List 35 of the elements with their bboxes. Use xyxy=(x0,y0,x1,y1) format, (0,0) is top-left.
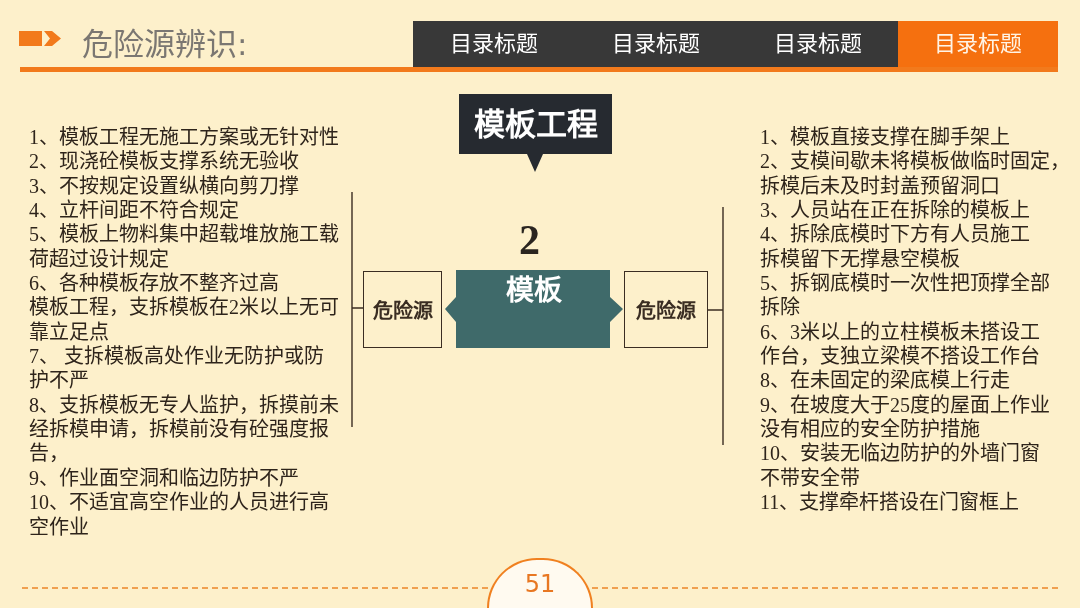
bracket-line xyxy=(351,191,364,428)
list-item: 6、各种模板存放不整齐过高 xyxy=(29,271,279,296)
nav-tab: 目录标题 xyxy=(413,21,575,67)
slide-title: 危险源辨识: xyxy=(82,25,248,63)
callout-box: 模板工程 xyxy=(459,94,612,172)
list-item: 1、模板直接支撑在脚手架上 xyxy=(760,125,1010,150)
list-item: 拆模留下无撑悬空模板 xyxy=(760,246,960,272)
label-box: 危险源 xyxy=(363,271,442,348)
bracket-line xyxy=(707,206,724,446)
pointed-banner: 模板 xyxy=(445,270,623,348)
nav-tab: 目录标题 xyxy=(737,21,898,67)
list-item: 3、不按规定设置纵横向剪刀撑 xyxy=(29,173,299,199)
list-item: 2、支模间歇未将模板做临时固定，拆模后未及时封盖预留洞口 xyxy=(760,149,1071,199)
list-item: 10、不适宜高空作业的人员进行高空作业 xyxy=(29,490,330,539)
list-item: 10、安装无临边防护的外墙门窗不带安全带 xyxy=(760,441,1041,491)
page-number-badge: 51 xyxy=(487,558,593,608)
list-item: 4、拆除底模时下方有人员施工 xyxy=(760,222,1030,247)
list-item: 9、在坡度大于25度的屋面上作业没有相应的安全防护措施 xyxy=(760,392,1051,442)
list-item: 5、拆钢底模时一次性把顶撑全部拆除 xyxy=(760,271,1051,320)
list-item: 9、作业面空洞和临边防护不严 xyxy=(29,465,299,491)
list-item: 模板工程，支拆模板在2米以上无可靠立足点 xyxy=(29,295,340,345)
list-item: 8、在未固定的梁底模上行走 xyxy=(760,368,1010,393)
step-number: 2 xyxy=(519,218,540,262)
list-item: 1、模板工程无施工方案或无针对性 xyxy=(29,125,339,150)
list-item: 11、支撑牵杆搭设在门窗框上 xyxy=(760,490,1020,515)
list-item: 4、立杆间距不符合规定 xyxy=(29,198,239,223)
nav-tab: 目录标题 xyxy=(898,21,1058,67)
label-box: 危险源 xyxy=(624,271,708,348)
list-item: 5、模板上物料集中超载堆放施工载荷超过设计规定 xyxy=(29,222,340,272)
list-item: 7、 支拆模板高处作业无防护或防护不严 xyxy=(29,344,325,393)
list-item: 8、支拆模板无专人监护，拆摸前未经拆模申请，拆模前没有砼强度报告， xyxy=(29,392,340,466)
list-item: 3、人员站在正在拆除的模板上 xyxy=(760,198,1030,223)
list-item: 2、现浇砼模板支撑系统无验收 xyxy=(29,149,299,174)
list-item: 6、3米以上的立柱模板未搭设工作台，支独立梁模不搭设工作台 xyxy=(760,319,1041,369)
nav-tab: 目录标题 xyxy=(575,21,737,67)
